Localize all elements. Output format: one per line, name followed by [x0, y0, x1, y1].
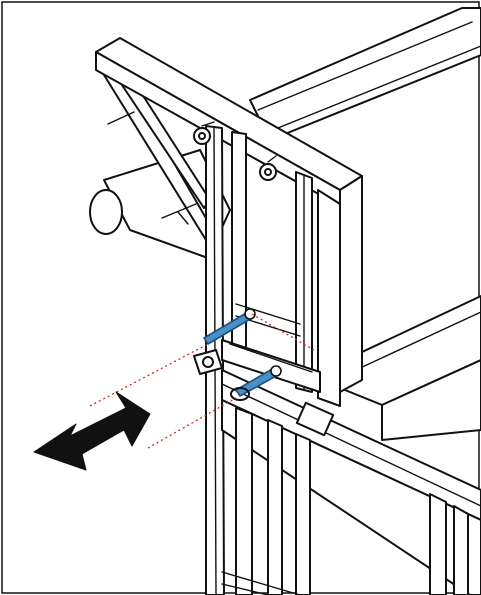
locking-pin-upper [203, 308, 256, 345]
ring-bolt [193, 121, 277, 181]
right-rail-block [344, 295, 481, 441]
hinge-tab [193, 349, 223, 375]
locking-pin-lower [230, 365, 282, 401]
insertion-arrow [33, 391, 151, 471]
top-rail [249, 7, 481, 141]
lower-bars [221, 407, 469, 595]
guide-lines [89, 313, 315, 449]
round-tube [89, 149, 231, 259]
